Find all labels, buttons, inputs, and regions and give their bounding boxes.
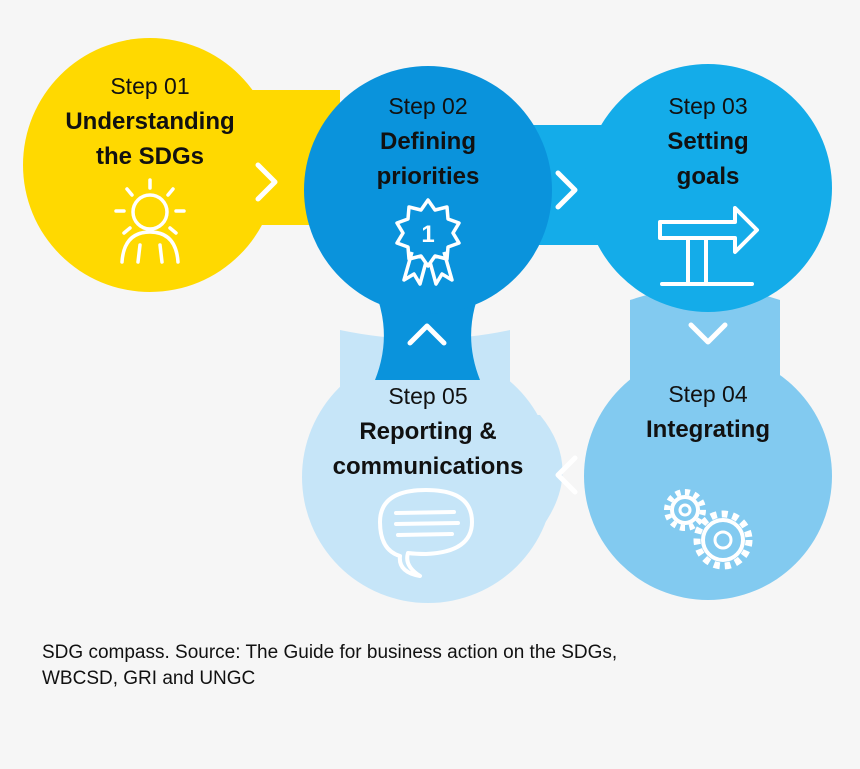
step-title-line: Understanding	[65, 108, 235, 135]
step-label: Step 05	[388, 383, 468, 409]
chevron-left-icon	[555, 455, 578, 495]
caption-line: SDG compass. Source: The Guide for busin…	[42, 642, 618, 663]
step-label: Step 04	[668, 381, 748, 407]
gears-icon	[664, 489, 753, 570]
award-ribbon-icon: 1	[395, 198, 461, 286]
award-number: 1	[421, 221, 434, 248]
step-title: Integrating	[588, 412, 828, 447]
step-title-line: goals	[676, 163, 740, 190]
chevron-up-icon	[407, 323, 447, 346]
step-title-line: Defining	[380, 128, 476, 155]
step-title-line: communications	[332, 453, 524, 480]
chevron-right-icon	[255, 162, 278, 202]
step-03-text: Step 03 Setting goals	[588, 92, 828, 194]
step-title: Defining priorities	[306, 124, 550, 194]
signpost-arrow-icon	[658, 206, 759, 286]
lightbulb-person-icon	[114, 178, 186, 264]
step-label: Step 03	[668, 93, 748, 119]
figure-caption: SDG compass. Source: The Guide for busin…	[42, 640, 742, 692]
step-title: Setting goals	[588, 124, 828, 194]
chevron-right-icon	[555, 170, 578, 210]
step-title-line: Integrating	[646, 416, 770, 443]
step-01-text: Step 01 Understanding the SDGs	[30, 72, 270, 174]
sdg-compass-diagram: 1	[23, 38, 832, 603]
step-title-line: priorities	[376, 163, 480, 190]
step-label: Step 02	[388, 93, 468, 119]
step-title: Understanding the SDGs	[30, 104, 270, 174]
speech-bubble-icon	[378, 488, 474, 578]
step-04-text: Step 04 Integrating	[588, 380, 828, 447]
step-05-text: Step 05 Reporting & communications	[298, 382, 558, 484]
step-02-shape	[304, 66, 552, 380]
chevron-down-icon	[688, 322, 728, 345]
step-title-line: Reporting &	[359, 418, 497, 445]
step-label: Step 01	[110, 73, 190, 99]
step-title: Reporting & communications	[298, 414, 558, 484]
step-title-line: Setting	[667, 128, 749, 155]
step-02-text: Step 02 Defining priorities	[306, 92, 550, 194]
step-04-shape	[584, 287, 832, 600]
caption-line: WBCSD, GRI and UNGC	[42, 668, 256, 689]
step-title-line: the SDGs	[95, 143, 205, 170]
